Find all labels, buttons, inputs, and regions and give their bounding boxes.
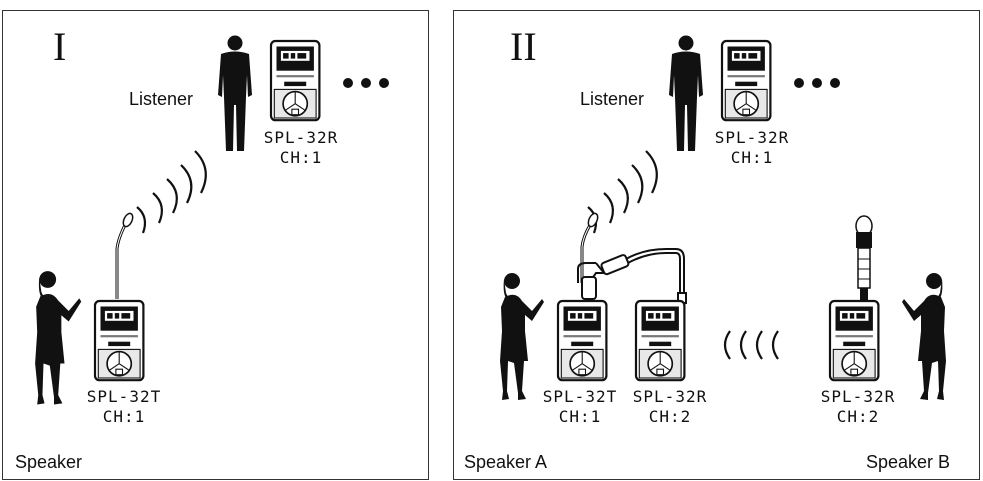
radio-waves <box>587 150 658 234</box>
listener-label: Listener <box>129 89 194 109</box>
panel-numeral: I <box>53 24 67 69</box>
listener-figure <box>669 35 703 151</box>
more-listeners-dots <box>343 78 389 88</box>
speaker-a-label: Speaker A <box>464 452 548 472</box>
remote-receiver-channel: CH:2 <box>836 407 880 426</box>
transmitter-channel: CH:1 <box>102 407 146 426</box>
remote-receiver-model: SPL-32R <box>820 387 896 406</box>
panel-2-illustration <box>500 35 946 400</box>
transmitter-channel: CH:1 <box>558 407 602 426</box>
panel-1-illustration <box>35 35 389 405</box>
speaker-a-figure <box>500 273 544 400</box>
receiver-channel: CH:1 <box>279 148 323 167</box>
speaker-b-label: Speaker B <box>866 452 951 472</box>
relay-receiver-device <box>634 299 686 382</box>
transmitter-model: SPL-32T <box>86 387 162 406</box>
microphone-icon <box>580 212 599 283</box>
panel-single-speaker: I Listener SPL-32R CH:1 SPL-32T CH:1 Spe… <box>2 10 429 480</box>
transmitter-device <box>556 299 608 382</box>
listener-label: Listener <box>580 89 645 109</box>
speaker-b-figure <box>902 273 946 400</box>
receiver-device <box>269 39 321 122</box>
relay-receiver-model: SPL-32R <box>632 387 708 406</box>
relay-receiver-channel: CH:2 <box>648 407 692 426</box>
handheld-microphone-icon <box>855 215 873 301</box>
remote-receiver-device <box>828 299 880 382</box>
listener-figure <box>218 35 252 151</box>
radio-waves <box>136 150 207 234</box>
transmitter-model: SPL-32T <box>542 387 618 406</box>
splitter-cable-icon <box>577 248 687 304</box>
speaker-figure <box>35 271 82 405</box>
speaker-label: Speaker <box>15 452 83 472</box>
panel-two-speakers: II Listener <box>453 10 980 480</box>
receiver-device <box>720 39 772 122</box>
radio-waves-reverse <box>723 330 779 360</box>
panel-numeral: II <box>510 24 537 69</box>
transmitter-device <box>93 299 145 382</box>
receiver-model: SPL-32R <box>263 128 339 147</box>
microphone-icon <box>115 212 134 299</box>
more-listeners-dots <box>794 78 840 88</box>
receiver-model: SPL-32R <box>714 128 790 147</box>
receiver-channel: CH:1 <box>730 148 774 167</box>
